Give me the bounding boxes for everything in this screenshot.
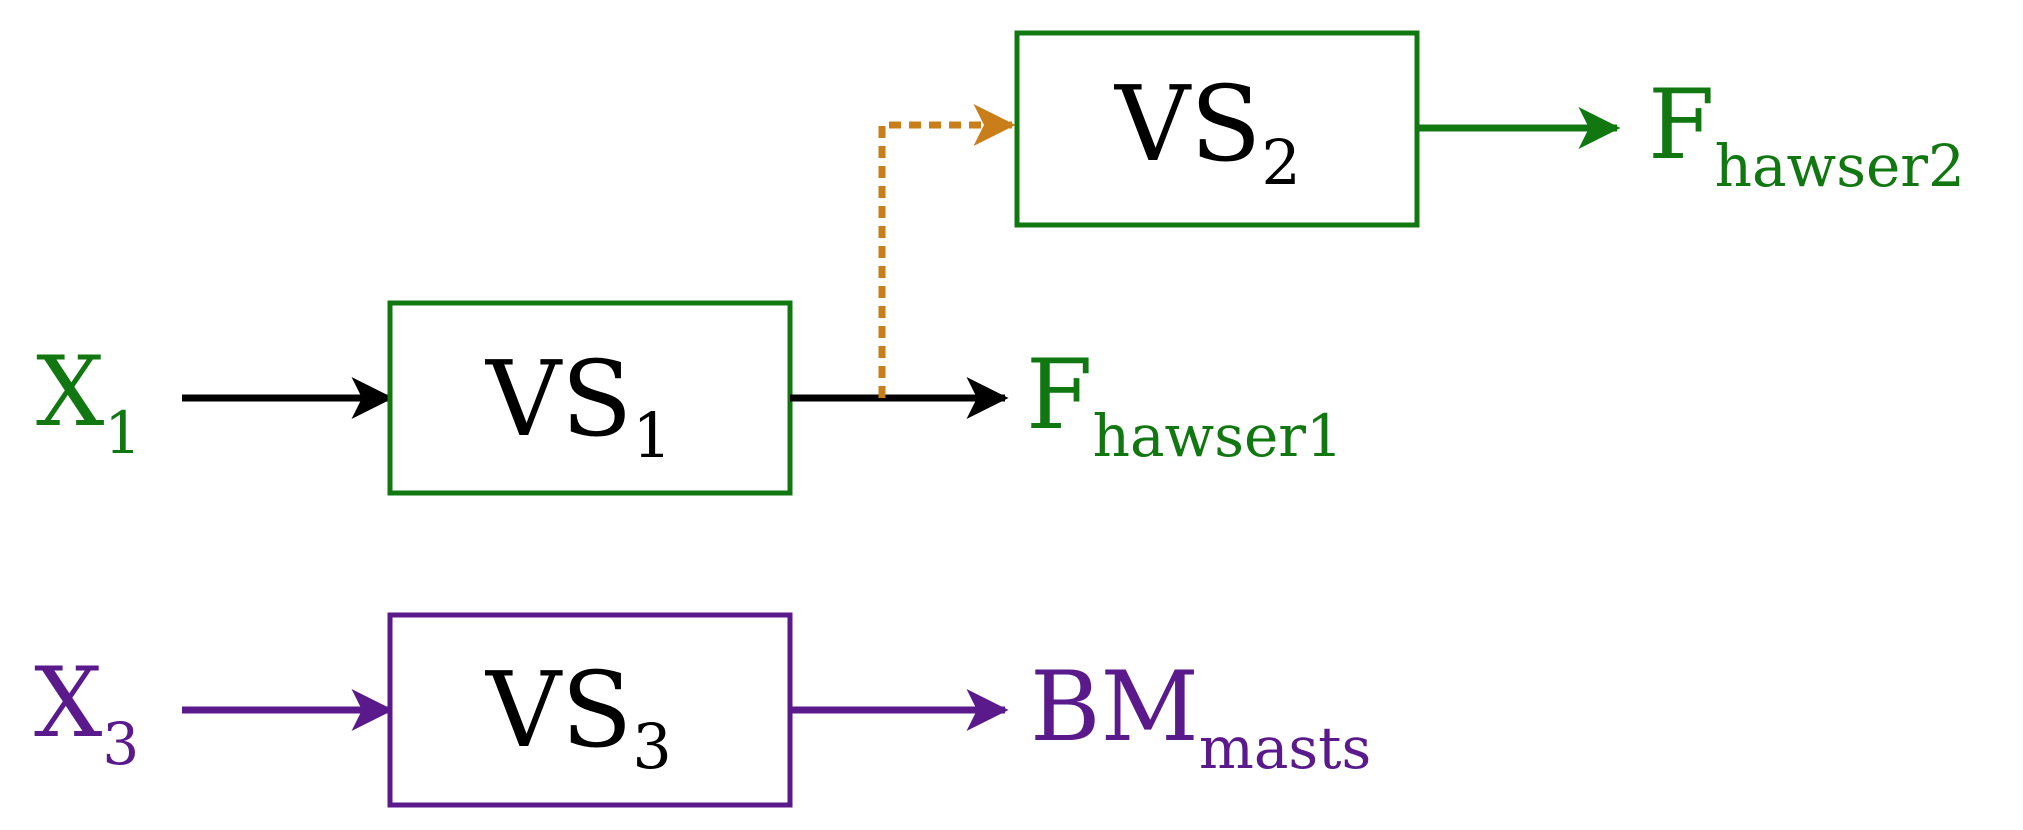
output-fhawser1-main: F [1026, 339, 1093, 451]
output-fhawser2-sub: hawser2 [1715, 132, 1965, 200]
output-bmmasts-main: BM [1030, 651, 1199, 763]
node-vs2: VS2 [1014, 30, 1420, 228]
output-bmmasts-label: BMmasts [1030, 651, 1371, 782]
node-vs1-sub: 1 [632, 399, 671, 472]
input-x1-sub: 1 [104, 399, 141, 467]
output-bmmasts-sub: masts [1199, 714, 1371, 782]
input-x1-main: X [36, 336, 104, 448]
output-fhawser2-label: Fhawser2 [1648, 69, 1965, 200]
input-x3-sub: 3 [102, 710, 139, 778]
node-vs1: VS1 [387, 300, 793, 496]
input-x3-main: X [34, 647, 102, 759]
input-x3-label: X3 [34, 647, 139, 778]
output-fhawser2-main: F [1648, 69, 1715, 181]
node-vs3-main: VS [484, 649, 632, 771]
dotted-branch-vs1-to-vs2 [878, 104, 1016, 398]
input-x1-label: X1 [36, 336, 141, 467]
node-vs2-box [1014, 30, 1420, 228]
output-fhawser1-sub: hawser1 [1093, 402, 1343, 470]
node-vs1-label: VS1 [484, 338, 672, 472]
node-vs1-main: VS [484, 338, 632, 460]
node-vs3: VS3 [387, 612, 793, 808]
output-fhawser1-label: Fhawser1 [1026, 339, 1343, 470]
node-vs3-label: VS3 [484, 649, 672, 783]
node-vs2-label: VS2 [1113, 63, 1301, 199]
node-vs2-sub: 2 [1261, 126, 1300, 199]
node-vs3-sub: 3 [632, 710, 671, 783]
node-vs2-main: VS [1113, 63, 1261, 185]
node-vs3-box [387, 612, 793, 808]
